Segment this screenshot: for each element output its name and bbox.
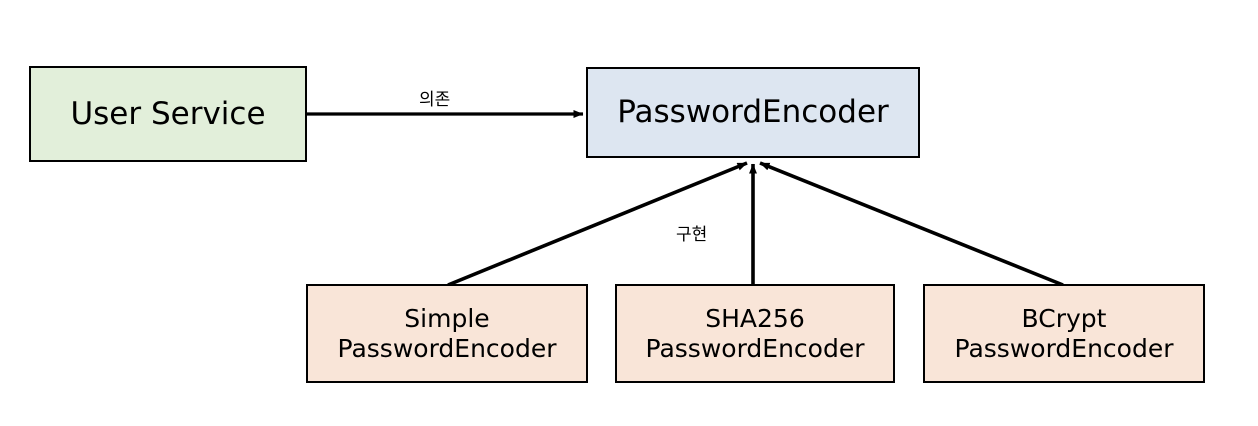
node-user-service-label: User Service: [70, 95, 266, 132]
edge-label-implements: 구현: [676, 225, 708, 245]
node-bcrypt-password-encoder[interactable]: BCrypt PasswordEncoder: [923, 284, 1205, 383]
edge-implements-bcrypt-line: [759, 161, 1064, 287]
node-bcrypt-password-encoder-label: BCrypt PasswordEncoder: [954, 304, 1174, 363]
edge-label-dependency: 의존: [419, 90, 451, 110]
node-simple-password-encoder-label: Simple PasswordEncoder: [337, 304, 557, 363]
node-password-encoder[interactable]: PasswordEncoder: [586, 67, 920, 158]
node-sha256-password-encoder[interactable]: SHA256 PasswordEncoder: [615, 284, 895, 383]
node-password-encoder-label: PasswordEncoder: [617, 94, 889, 131]
node-simple-password-encoder[interactable]: Simple PasswordEncoder: [306, 284, 588, 383]
edge-implements-simple-line: [447, 161, 748, 287]
node-sha256-password-encoder-label: SHA256 PasswordEncoder: [645, 304, 865, 363]
node-user-service[interactable]: User Service: [29, 66, 307, 162]
